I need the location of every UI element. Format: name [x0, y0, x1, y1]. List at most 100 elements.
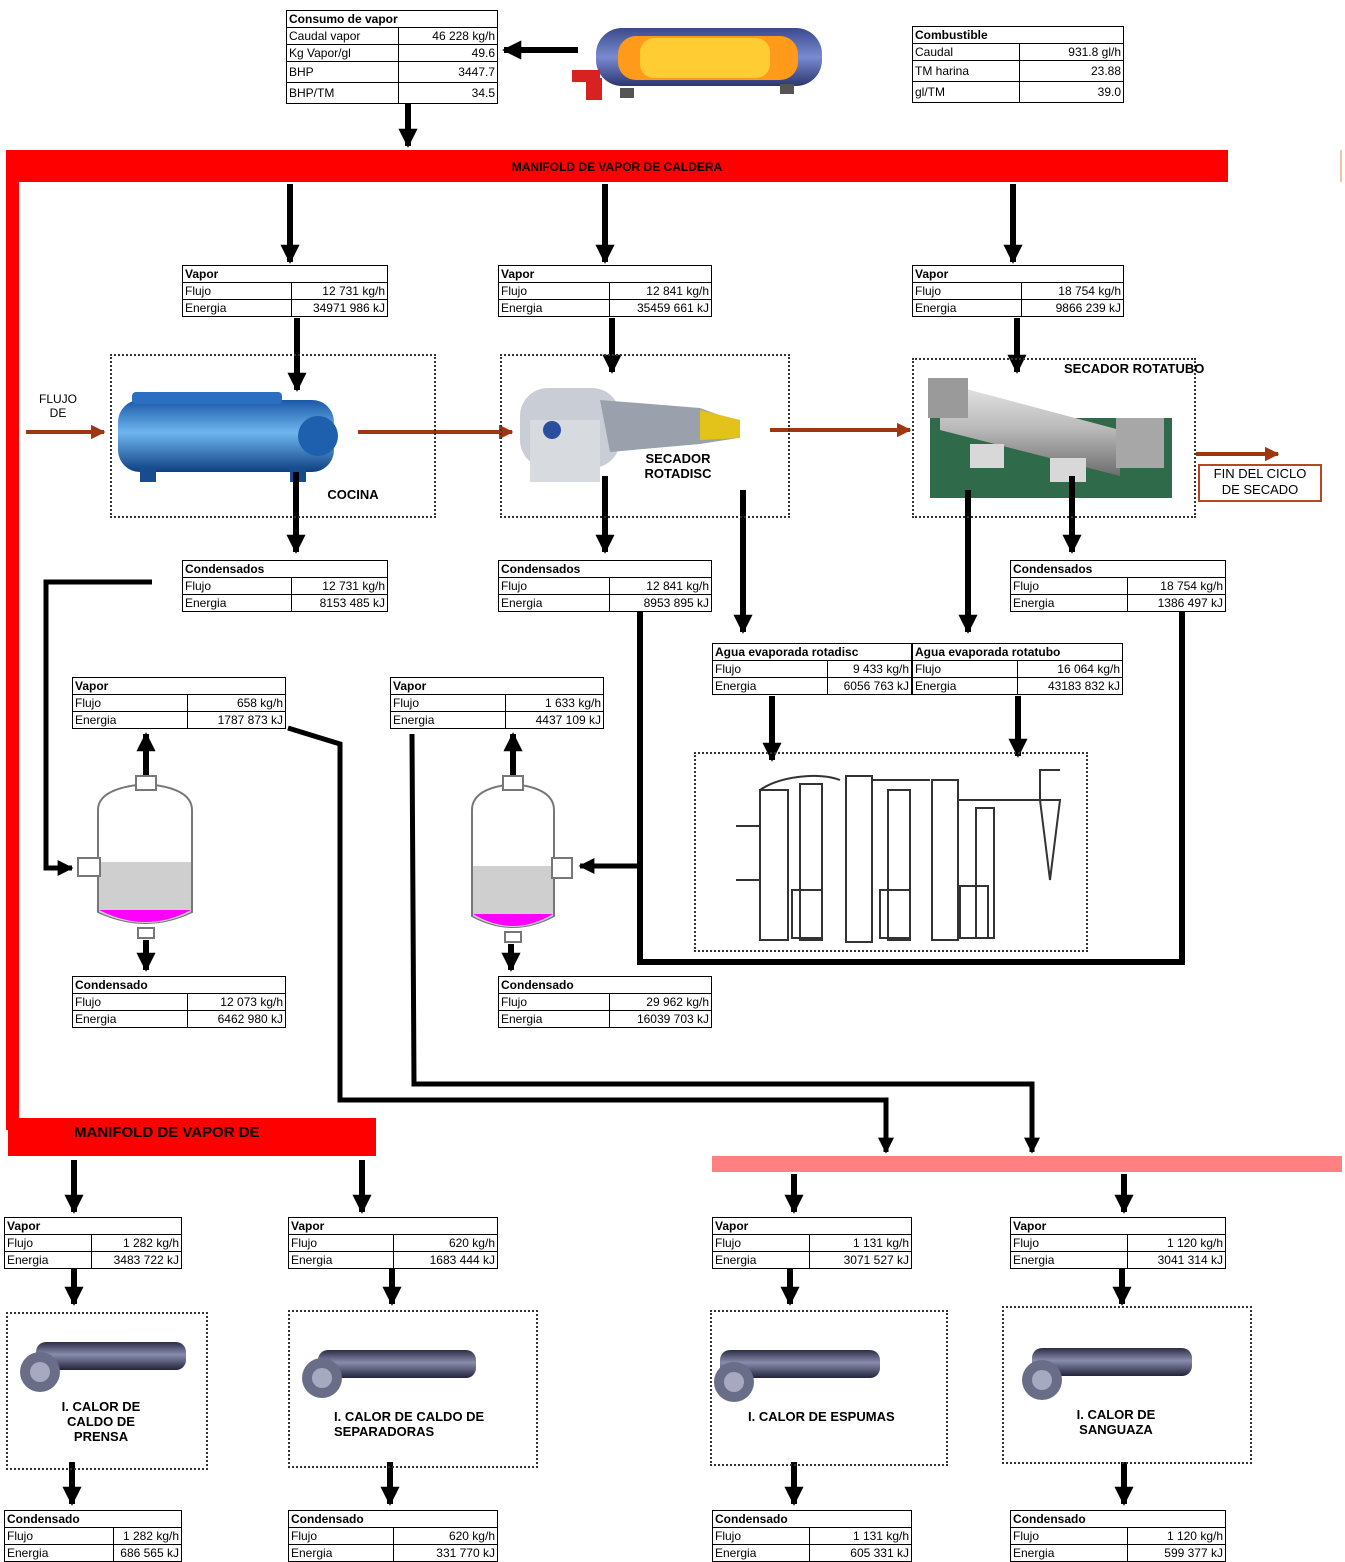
row-value: 16039 703 kJ [610, 1011, 712, 1028]
row-value: 1683 444 kJ [394, 1252, 498, 1269]
row-label: Flujo [5, 1235, 92, 1252]
row-value: 8153 485 kJ [292, 595, 388, 612]
row-label: Flujo [73, 695, 188, 712]
rotadisc-label: SECADOR ROTADISC [626, 452, 730, 482]
flujo-de-label: FLUJO DE [22, 392, 94, 421]
row-label: Energia [913, 300, 1022, 317]
row-value: 599 377 kJ [1128, 1545, 1226, 1562]
row-value: 1 120 kg/h [1128, 1528, 1226, 1545]
row-value: 3071 527 kJ [810, 1252, 912, 1269]
heater-label-1: I. CALOR DE CALDO DE PRENSA [46, 1400, 156, 1445]
row-value: 1 282 kg/h [92, 1235, 182, 1252]
table-title: Condensado [1011, 1511, 1226, 1528]
table-title: Condensado [499, 977, 712, 994]
row-value: 658 kg/h [188, 695, 286, 712]
combustible-value: 931.8 gl/h [1019, 44, 1123, 61]
row-label: Flujo [713, 661, 828, 678]
row-label: Flujo [73, 994, 188, 1011]
boiler-illustration [572, 28, 822, 100]
row-value: 9866 239 kJ [1022, 300, 1124, 317]
flash-tank-1 [78, 734, 192, 970]
cocina-label: COCINA [310, 488, 396, 503]
row-label: Energia [391, 712, 506, 729]
row-value: 620 kg/h [394, 1235, 498, 1252]
b2-vapor-table: VaporFlujo620 kg/hEnergia1683 444 kJ [288, 1217, 498, 1269]
table-title: Vapor [289, 1218, 498, 1235]
row-label: Flujo [1011, 578, 1128, 595]
row-value: 18 754 kg/h [1022, 283, 1124, 300]
row-label: Energia [499, 595, 610, 612]
row-label: Flujo [499, 578, 610, 595]
row-label: Flujo [183, 283, 292, 300]
combustible-key: Caudal [913, 44, 1020, 61]
table-title: Condensados [1011, 561, 1226, 578]
row-value: 9 433 kg/h [828, 661, 912, 678]
table-title: Vapor [713, 1218, 912, 1235]
row-value: 1 282 kg/h [114, 1528, 182, 1545]
manifold-second-bar: MANIFOLD DE VAPOR DE [8, 1118, 376, 1156]
table-title: Condensado [289, 1511, 498, 1528]
row-value: 29 962 kg/h [610, 994, 712, 1011]
row-label: Energia [73, 712, 188, 729]
row-label: Flujo [391, 695, 506, 712]
row-value: 1 633 kg/h [506, 695, 604, 712]
b3-cond-table: CondensadoFlujo1 131 kg/hEnergia605 331 … [712, 1510, 912, 1562]
heater-label-3: I. CALOR DE ESPUMAS [748, 1410, 944, 1425]
row-value: 12 731 kg/h [292, 283, 388, 300]
fin-ciclo-label: FIN DEL CICLO DE SECADO [1198, 464, 1322, 502]
row-value: 43183 832 kJ [1018, 678, 1123, 695]
row-value: 12 073 kg/h [188, 994, 286, 1011]
table-title: Vapor [499, 266, 712, 283]
row-label: Energia [913, 678, 1018, 695]
table-title: Vapor [183, 266, 388, 283]
row-label: Energia [713, 1252, 810, 1269]
row-label: Flujo [499, 283, 610, 300]
evaporator-box [694, 752, 1088, 952]
combustible-value: 39.0 [1019, 82, 1123, 103]
consumo-value: 3447.7 [398, 62, 497, 83]
table-title: Agua evaporada rotadisc [713, 644, 912, 661]
cond-rotatubo-table: CondensadosFlujo18 754 kg/hEnergia1386 4… [1010, 560, 1226, 612]
row-value: 12 731 kg/h [292, 578, 388, 595]
row-value: 605 331 kJ [810, 1545, 912, 1562]
combustible-key: gl/TM [913, 82, 1020, 103]
row-value: 35459 661 kJ [610, 300, 712, 317]
row-value: 3041 314 kJ [1128, 1252, 1226, 1269]
row-label: Flujo [1011, 1528, 1128, 1545]
row-label: Energia [73, 1011, 188, 1028]
row-value: 6462 980 kJ [188, 1011, 286, 1028]
row-value: 16 064 kg/h [1018, 661, 1123, 678]
row-label: Flujo [5, 1528, 114, 1545]
heater-box-1 [6, 1312, 208, 1470]
consumo-key: BHP [287, 62, 399, 83]
consumo-value: 49.6 [398, 45, 497, 62]
consumo-title: Consumo de vapor [287, 11, 498, 28]
row-label: Energia [5, 1252, 92, 1269]
flash-tank-2 [472, 734, 572, 970]
row-label: Flujo [913, 283, 1022, 300]
agua-rotatubo-table: Agua evaporada rotatuboFlujo16 064 kg/hE… [912, 643, 1123, 695]
table-title: Condensado [713, 1511, 912, 1528]
row-label: Flujo [913, 661, 1018, 678]
manifold-caldera-text: MANIFOLD DE VAPOR DE CALDERA [6, 160, 1228, 174]
row-label: Flujo [183, 578, 292, 595]
row-value: 1386 497 kJ [1128, 595, 1226, 612]
row-value: 3483 722 kJ [92, 1252, 182, 1269]
row-value: 1 131 kg/h [810, 1235, 912, 1252]
table-title: Vapor [913, 266, 1124, 283]
row-label: Energia [499, 300, 610, 317]
manifold-caldera-label: MANIFOLD DE VAPOR DE CALDERA [6, 160, 1228, 174]
manifold-left-riser [6, 150, 19, 1130]
